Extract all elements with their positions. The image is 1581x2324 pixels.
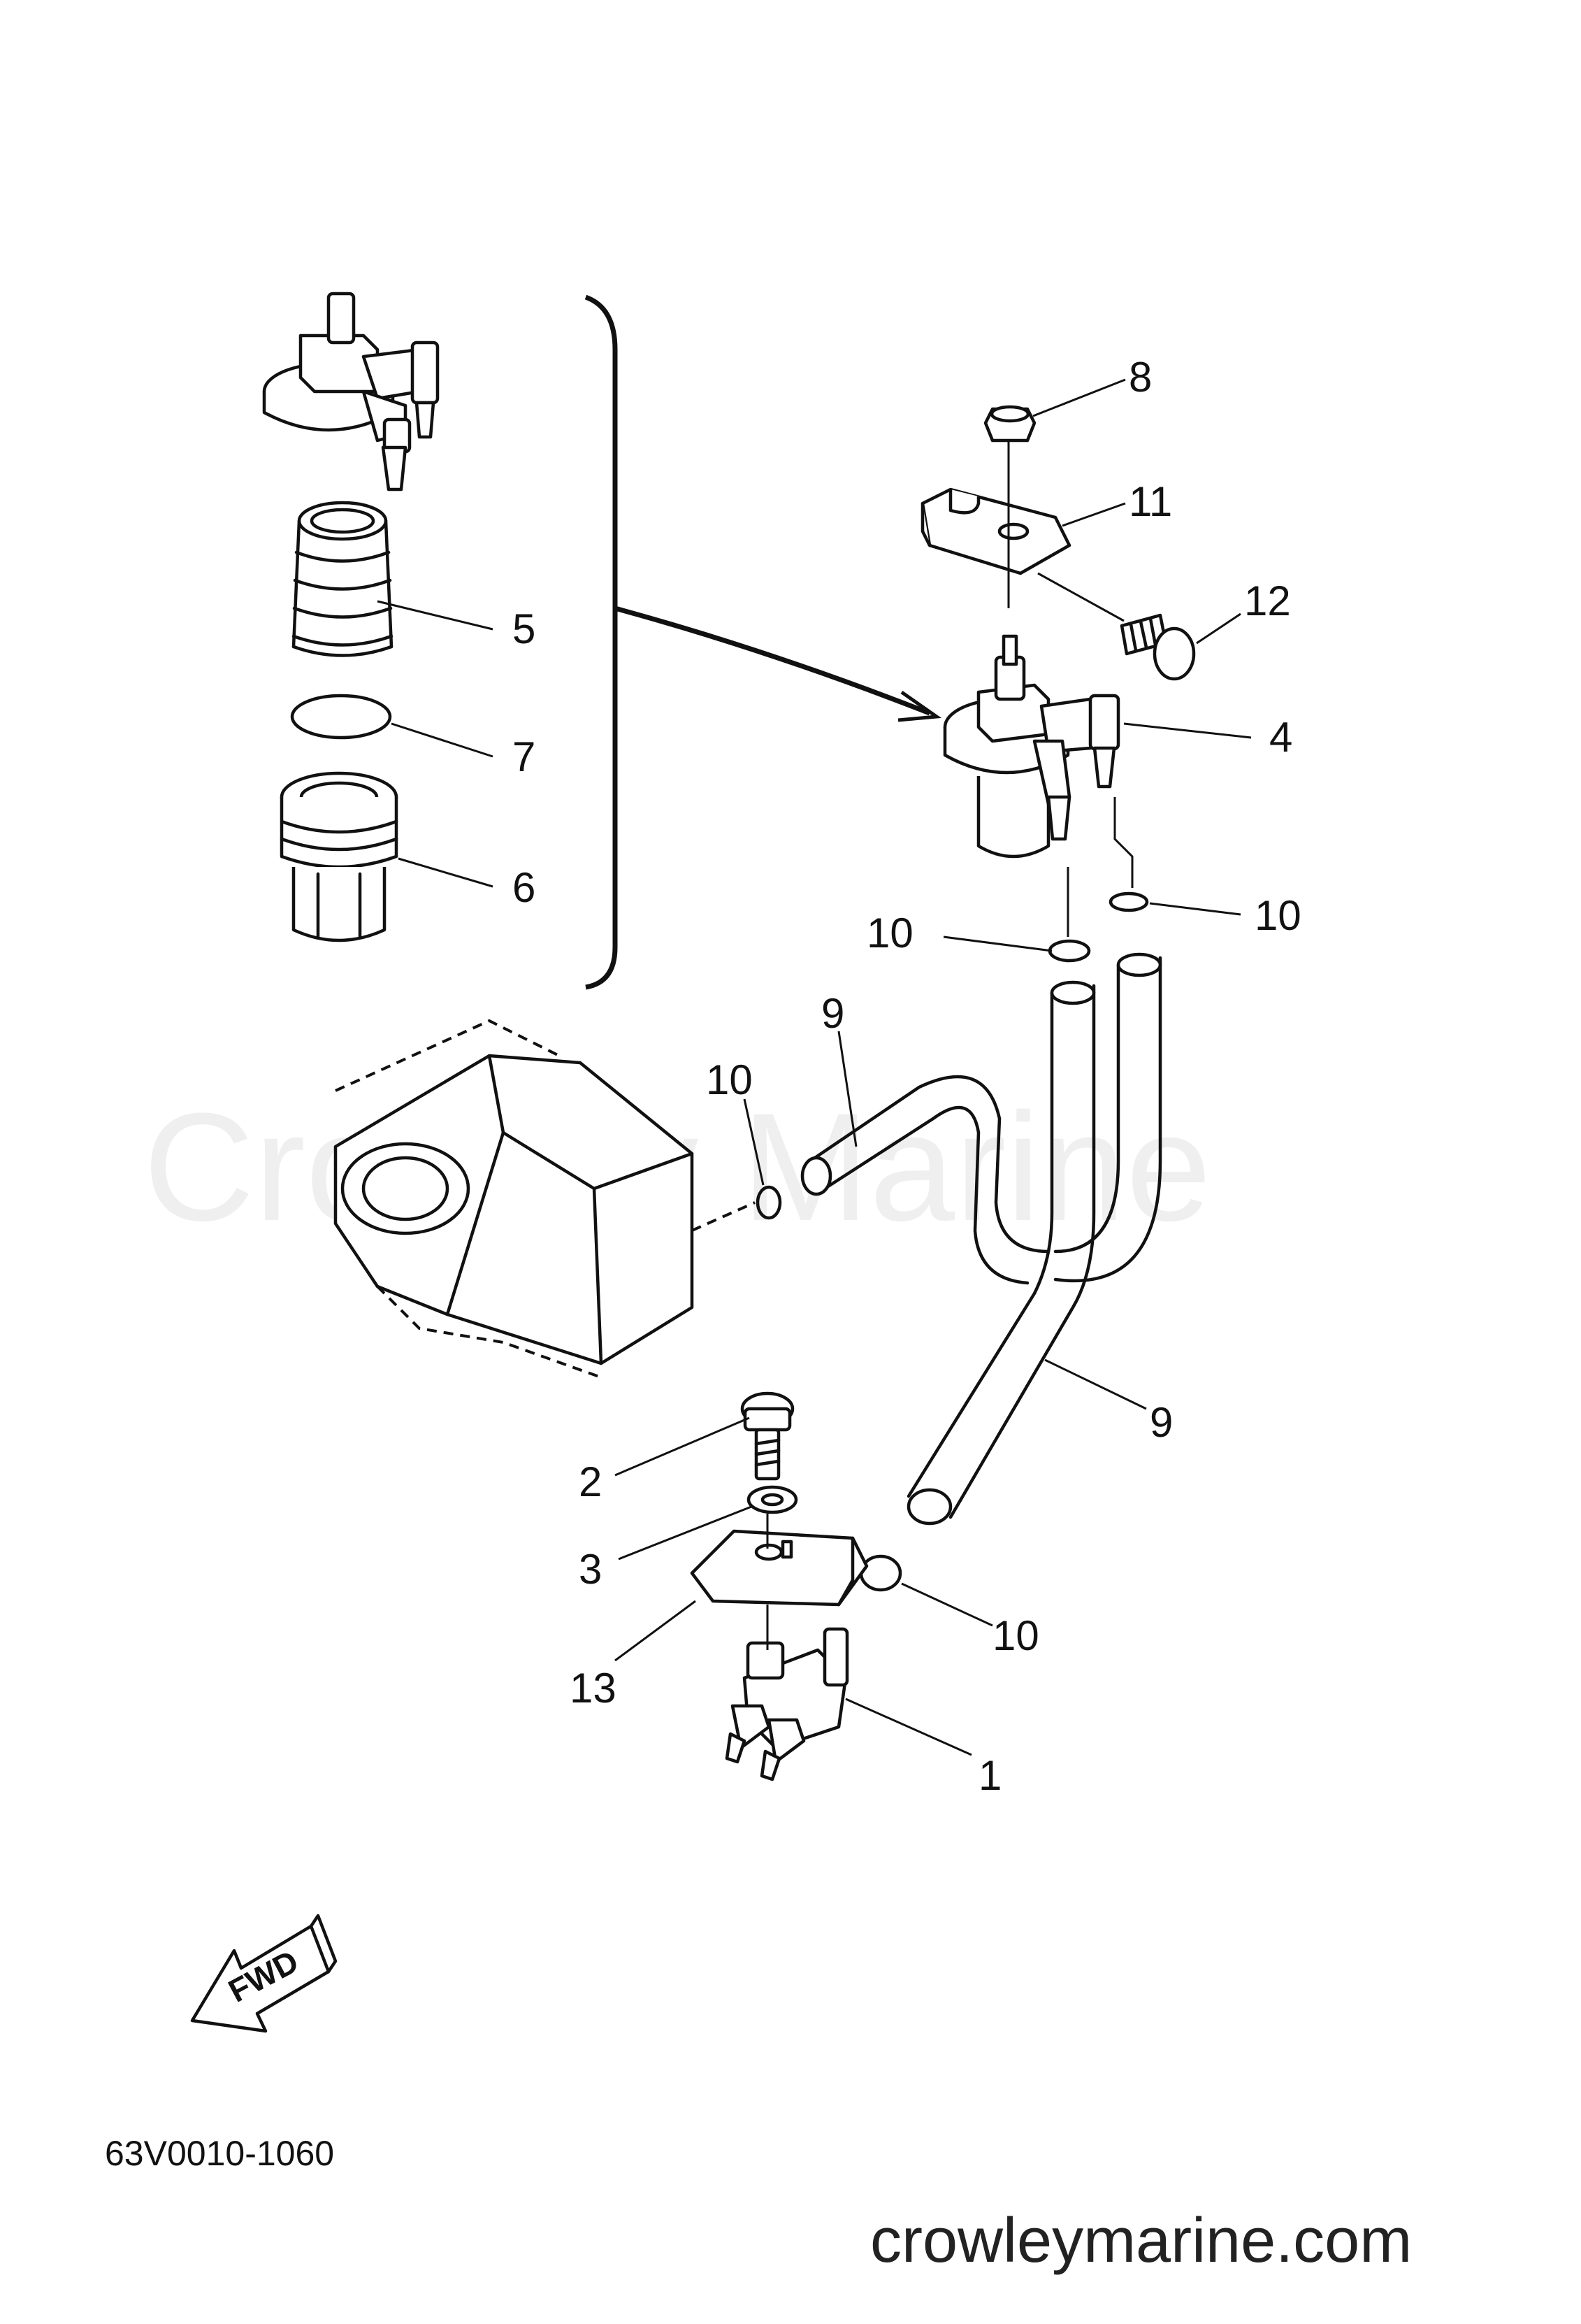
- callout-label: 10: [1255, 892, 1301, 939]
- callout-label: 10: [992, 1612, 1039, 1659]
- callout-label: 10: [706, 1056, 753, 1103]
- callout-label: 6: [512, 864, 535, 911]
- o-ring-part: [290, 694, 392, 740]
- fwd-arrow-icon: FWD: [190, 1914, 338, 2033]
- part-number: 63V0010-1060: [105, 2134, 334, 2173]
- plate-part: [690, 1529, 869, 1607]
- callout-label: 8: [1129, 354, 1152, 401]
- site-url: crowleymarine.com: [870, 2206, 1412, 2276]
- carburetor-reference: [333, 1019, 756, 1379]
- callout-label: 10: [867, 910, 914, 956]
- bolt-lower-part: [740, 1391, 795, 1481]
- callout-label: 3: [579, 1546, 602, 1593]
- group-arrow: [614, 605, 931, 716]
- callout-label: 13: [570, 1665, 616, 1712]
- group-bracket: [584, 294, 618, 990]
- filter-element-part: [291, 501, 394, 657]
- callout-label: 11: [1129, 478, 1172, 525]
- callout-labels: 8 11 12 5 4 7 6 10 10 9 10 9 2 3 10 13 1: [512, 354, 1301, 1799]
- callout-label: 12: [1244, 578, 1291, 624]
- clip-part: [1109, 891, 1149, 912]
- callout-label: 1: [979, 1752, 1002, 1799]
- callout-label: 9: [1150, 1399, 1173, 1446]
- bolt-part: [1120, 613, 1196, 681]
- callout-label: 9: [821, 990, 844, 1037]
- clip-part: [859, 1554, 902, 1592]
- leader-lines: [377, 378, 1252, 1756]
- callout-label: 7: [512, 733, 535, 780]
- callout-label: 5: [512, 605, 535, 652]
- clip-part: [1048, 939, 1091, 963]
- filter-head-part: [262, 292, 440, 492]
- filter-assembly-exploded: [262, 292, 440, 942]
- fuel-filter-assembly-part: [943, 634, 1120, 859]
- callout-label: 4: [1269, 714, 1292, 761]
- fuel-hose-part: [800, 952, 1162, 1526]
- joint-part: [725, 1627, 849, 1781]
- callout-label: 2: [579, 1458, 602, 1505]
- clip-part: [756, 1185, 782, 1220]
- nut-part: [983, 405, 1037, 443]
- bracket-part: [921, 487, 1071, 575]
- filter-cup-part: [280, 771, 398, 942]
